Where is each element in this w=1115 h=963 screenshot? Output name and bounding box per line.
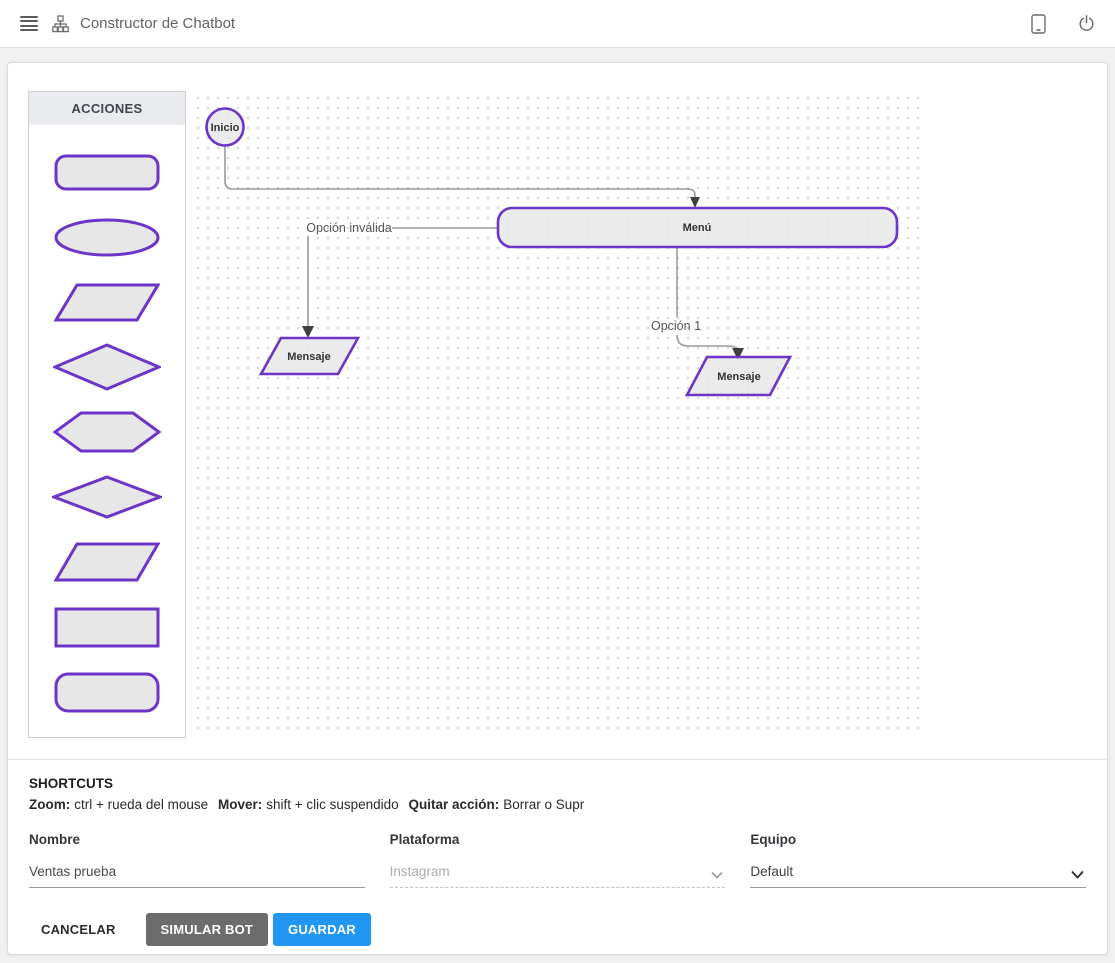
shape-hexagon[interactable] xyxy=(53,409,161,455)
field-plataforma: Plataforma Instagram xyxy=(389,832,726,888)
shortcut-quitar-key: Quitar acción: xyxy=(408,797,500,812)
edge-inicio-menu xyxy=(224,146,696,198)
main-panel: ACCIONES xyxy=(7,62,1108,955)
flow-canvas[interactable]: Opción inválida Opción 1 Inicio Menú Men… xyxy=(189,89,921,734)
sitemap-icon xyxy=(52,14,69,33)
shape-wide-diamond[interactable] xyxy=(52,474,162,520)
shortcut-zoom-key: Zoom: xyxy=(29,797,71,812)
mobile-preview-button[interactable] xyxy=(1031,13,1046,34)
actions-sidebar: ACCIONES xyxy=(28,91,186,738)
arrowhead-mensaje1 xyxy=(302,326,314,338)
field-nombre: Nombre Ventas prueba xyxy=(29,832,365,888)
shape-parallelogram-2[interactable] xyxy=(54,539,160,585)
arrowhead-menu xyxy=(690,197,700,208)
top-bar: Constructor de Chatbot xyxy=(0,0,1115,48)
chevron-down-icon xyxy=(711,867,723,882)
shape-rectangle[interactable] xyxy=(54,604,160,650)
node-menu[interactable]: Menú xyxy=(496,206,899,249)
hamburger-icon xyxy=(20,16,38,31)
shape-rounded-rectangle-2[interactable] xyxy=(54,669,160,715)
save-button[interactable]: GUARDAR xyxy=(273,913,371,946)
shape-parallelogram[interactable] xyxy=(54,279,160,325)
shape-diamond[interactable] xyxy=(53,343,161,391)
shape-rounded-rectangle[interactable] xyxy=(54,149,160,195)
bottom-panel: SHORTCUTS Zoom:ctrl + rueda del mouse Mo… xyxy=(8,759,1107,956)
equipo-label: Equipo xyxy=(750,832,797,847)
nombre-label: Nombre xyxy=(29,832,81,847)
node-inicio-label: Inicio xyxy=(211,122,240,134)
equipo-select[interactable]: Default xyxy=(750,864,1086,888)
bot-form: Nombre Ventas prueba Plataforma Instagra… xyxy=(29,832,1086,888)
node-mensaje-1[interactable]: Mensaje xyxy=(258,336,361,376)
chevron-down-icon xyxy=(1071,867,1084,882)
node-mensaje-1-label: Mensaje xyxy=(287,351,330,363)
node-menu-label: Menú xyxy=(683,222,712,234)
edge-label-opcion-1: Opción 1 xyxy=(651,319,701,333)
shortcuts-title: SHORTCUTS xyxy=(29,776,113,791)
node-inicio[interactable]: Inicio xyxy=(205,107,245,147)
mobile-icon xyxy=(1031,13,1046,34)
cancel-button[interactable]: CANCELAR xyxy=(29,913,128,946)
shortcut-zoom-desc: ctrl + rueda del mouse xyxy=(74,797,209,812)
shortcut-quitar-desc: Borrar o Supr xyxy=(503,797,585,812)
plataforma-select[interactable]: Instagram xyxy=(389,864,726,888)
field-equipo: Equipo Default xyxy=(750,832,1086,888)
shortcuts-line: Zoom:ctrl + rueda del mouse Mover:shift … xyxy=(29,797,1086,812)
shortcut-mover-desc: shift + clic suspendido xyxy=(266,797,399,812)
edge-label-opcion-invalida: Opción inválida xyxy=(306,221,392,235)
plataforma-label: Plataforma xyxy=(389,832,460,847)
node-mensaje-2[interactable]: Mensaje xyxy=(684,355,793,397)
app-title: Constructor de Chatbot xyxy=(80,15,236,32)
nombre-input[interactable]: Ventas prueba xyxy=(29,864,365,888)
shape-ellipse[interactable] xyxy=(54,214,160,260)
sidebar-title: ACCIONES xyxy=(29,92,185,125)
shortcut-mover-key: Mover: xyxy=(217,797,263,812)
simulate-bot-button[interactable]: SIMULAR BOT xyxy=(145,913,269,946)
action-buttons: CANCELAR SIMULAR BOT GUARDAR xyxy=(29,913,1086,946)
arrowhead-mensaje2 xyxy=(732,348,744,360)
node-mensaje-2-label: Mensaje xyxy=(717,371,760,383)
edge-menu-mensaje2-curve xyxy=(676,334,739,352)
power-icon xyxy=(1079,15,1094,31)
menu-button[interactable] xyxy=(0,16,38,31)
power-button[interactable] xyxy=(1078,15,1095,32)
shape-list xyxy=(29,125,185,734)
